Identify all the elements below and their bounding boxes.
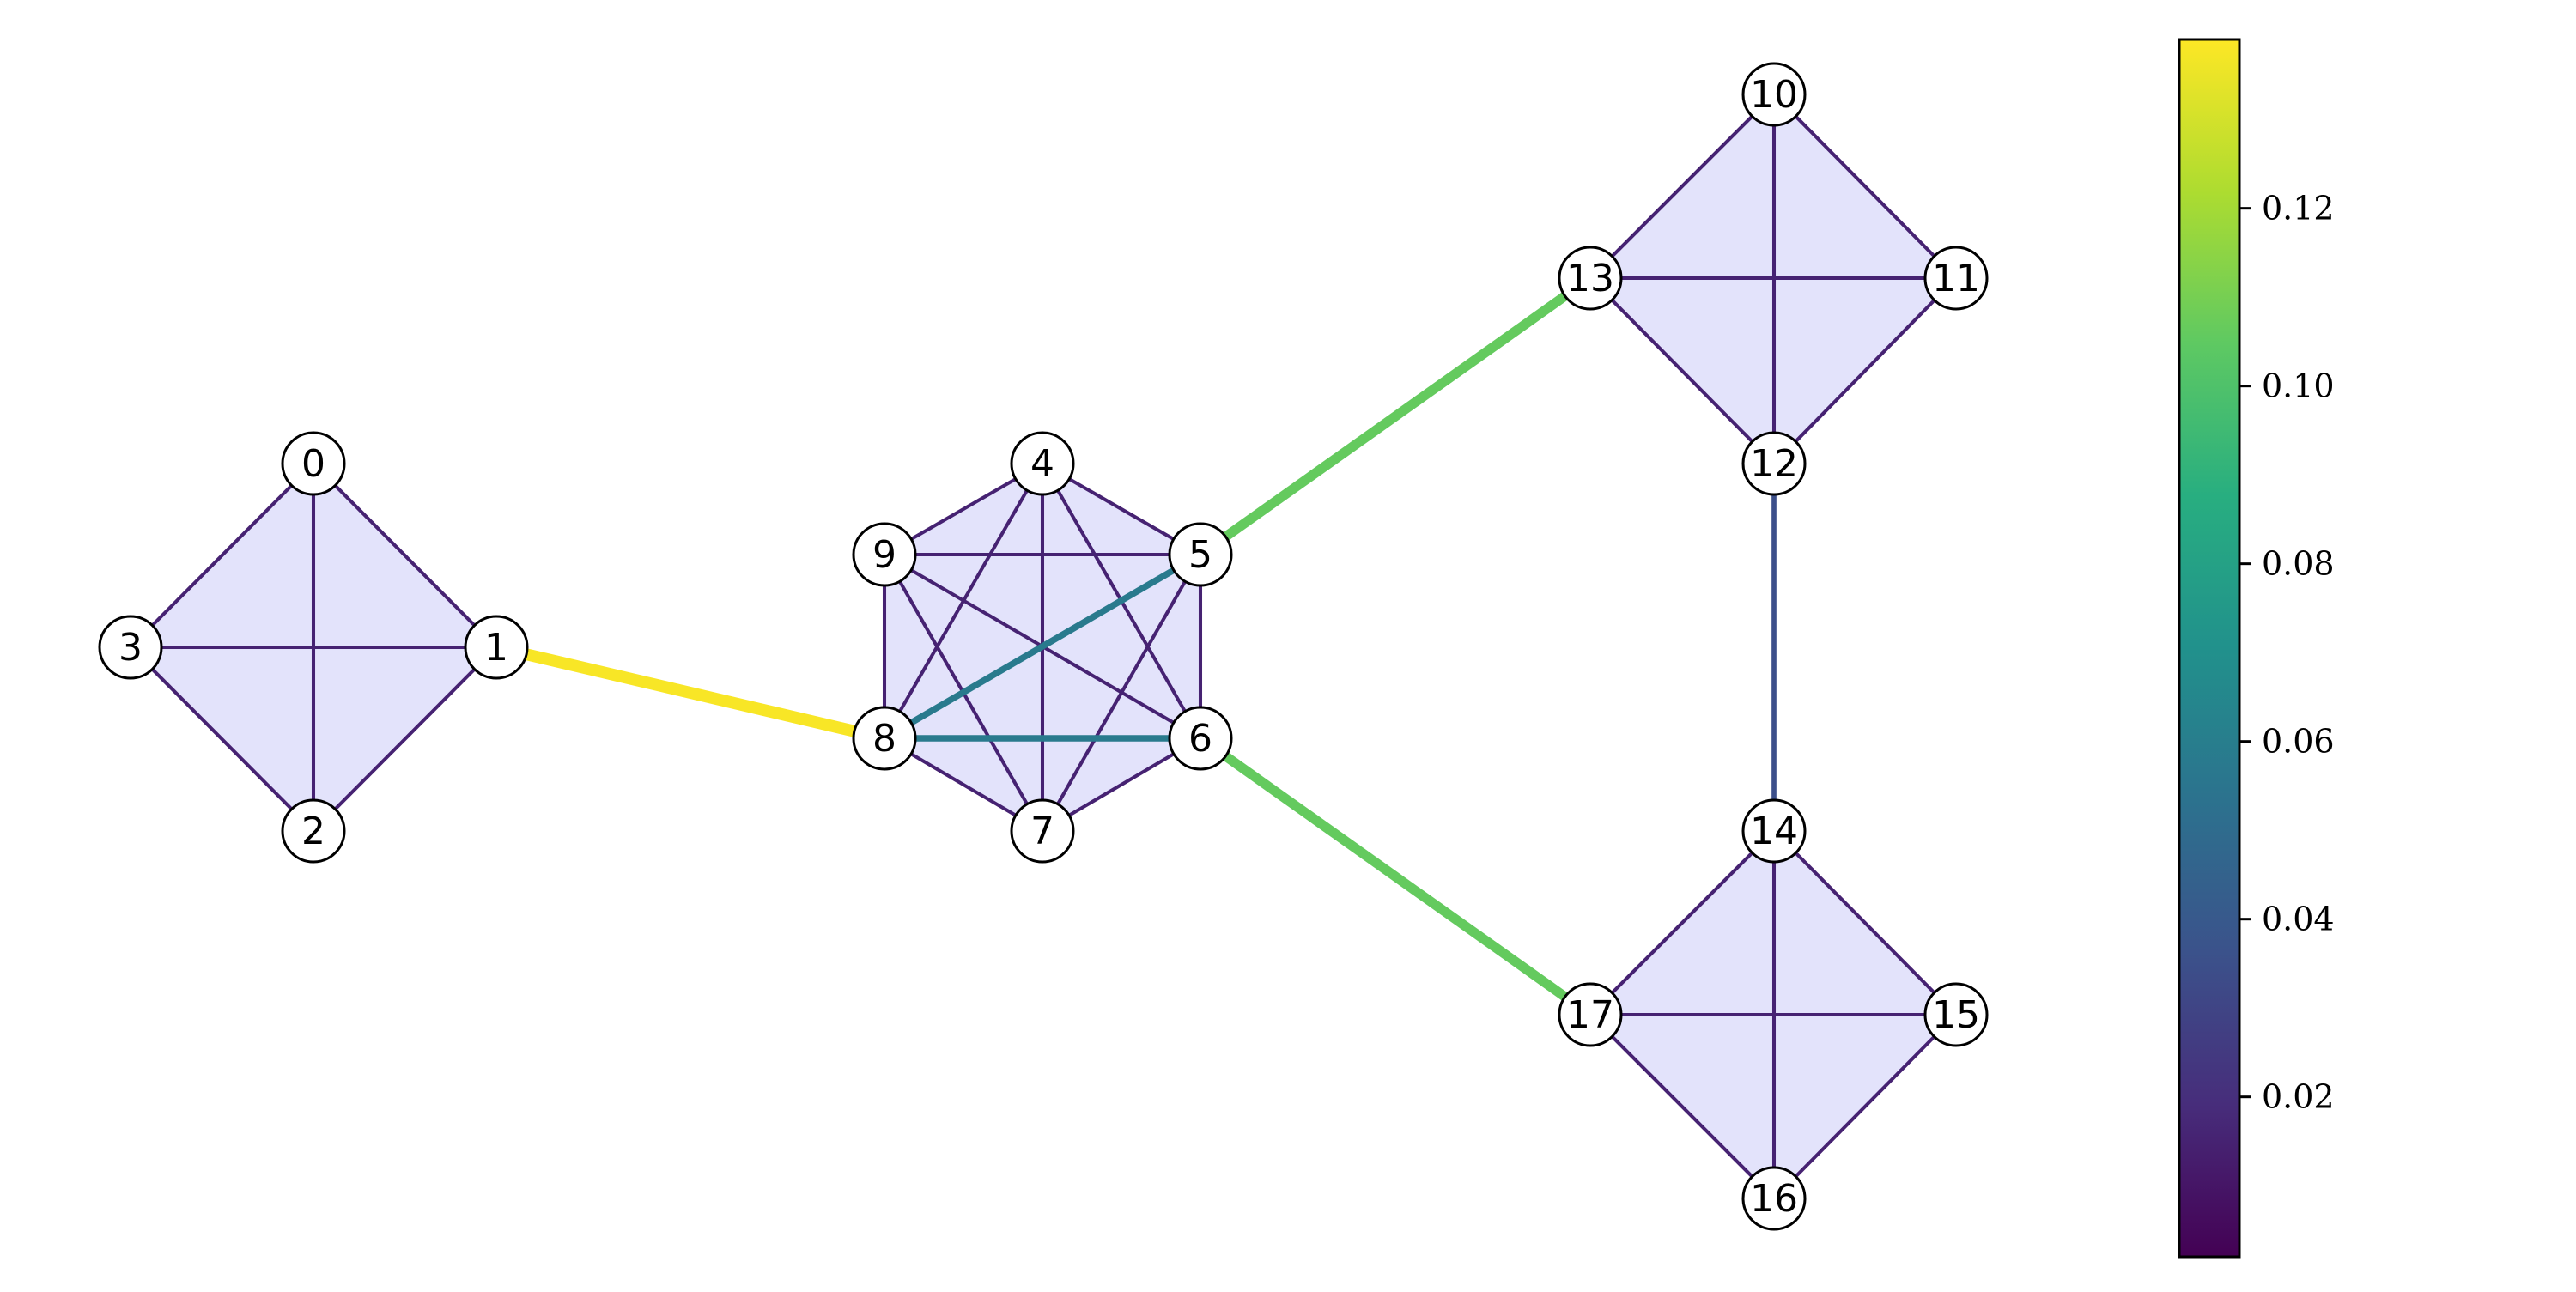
edge-10-11 [1772,93,1958,280]
node-2: 2 [281,798,346,864]
node-circle [1168,706,1233,771]
edge-12-13 [1589,276,1776,465]
colorbar-tick-label: 0.10 [2262,367,2335,405]
node-circle [1741,798,1807,864]
node-circle [852,706,917,771]
edge-11-12 [1772,276,1958,465]
node-circle [852,522,917,587]
colorbar: 0.02 0.04 0.06 0.08 0.10 0.12 [2178,38,2335,1259]
node-label: 10 [1750,73,1798,117]
colorbar-tick-label: 0.04 [2262,901,2335,938]
node-circle [281,798,346,864]
colorbar-tick-label: 0.12 [2262,190,2335,227]
node-label: 4 [1030,442,1054,486]
node-label: 5 [1188,533,1212,577]
edge-1-2 [312,646,498,833]
node-circle [1168,522,1233,587]
node-17: 17 [1558,982,1623,1047]
node-circle [98,615,163,680]
node-circle [1741,431,1807,496]
edge-6-17 [1197,734,1594,1019]
edge-16-17 [1589,1013,1776,1200]
node-circle [1010,431,1075,496]
node-label: 12 [1750,442,1798,486]
node-label: 7 [1030,810,1054,853]
node-3: 3 [98,615,163,680]
node-circle [1741,1166,1807,1231]
node-label: 3 [118,626,143,670]
node-label: 16 [1750,1177,1798,1221]
node-label: 13 [1566,257,1614,300]
edge-1-8 [495,641,886,744]
node-label: 6 [1188,717,1212,761]
node-1: 1 [464,615,529,680]
node-label: 11 [1932,257,1980,300]
node-14: 14 [1741,798,1807,864]
node-6: 6 [1168,706,1233,771]
node-13: 13 [1558,246,1623,311]
node-circle [1923,982,1989,1047]
node-16: 16 [1741,1166,1807,1231]
colorbar-tick-label: 0.02 [2262,1078,2335,1116]
node-10: 10 [1741,62,1807,127]
node-label: 8 [872,717,896,761]
node-7: 7 [1010,798,1075,864]
node-12: 12 [1741,431,1807,496]
edge-5-8 [883,551,1202,742]
colorbar-ticks: 0.02 0.04 0.06 0.08 0.10 0.12 [2239,190,2335,1116]
colorbar-tick-label: 0.08 [2262,545,2335,583]
node-label: 17 [1566,993,1614,1037]
node-15: 15 [1923,982,1989,1047]
node-circle [281,431,346,496]
node-label: 1 [484,626,508,670]
node-circle [464,615,529,680]
edge-2-3 [129,646,315,833]
node-circle [1923,246,1989,311]
node-label: 0 [301,442,325,486]
edge-5-13 [1197,274,1594,559]
node-label: 2 [301,810,325,853]
edge-15-16 [1772,1013,1958,1200]
node-11: 11 [1923,246,1989,311]
edge-0-3 [129,462,315,649]
node-label: 9 [872,533,896,577]
node-9: 9 [852,522,917,587]
node-circle [1741,62,1807,127]
node-circle [1010,798,1075,864]
node-circle [1558,246,1623,311]
node-label: 15 [1932,993,1980,1037]
node-5: 5 [1168,522,1233,587]
colorbar-tick-label: 0.06 [2262,723,2335,761]
colorbar-gradient [2178,38,2241,1259]
node-0: 0 [281,431,346,496]
node-8: 8 [852,706,917,771]
node-circle [1558,982,1623,1047]
node-4: 4 [1010,431,1075,496]
edge-10-13 [1589,93,1776,280]
node-label: 14 [1750,810,1798,853]
edge-0-1 [312,462,498,649]
edge-14-15 [1772,829,1958,1016]
edge-14-17 [1589,829,1776,1016]
